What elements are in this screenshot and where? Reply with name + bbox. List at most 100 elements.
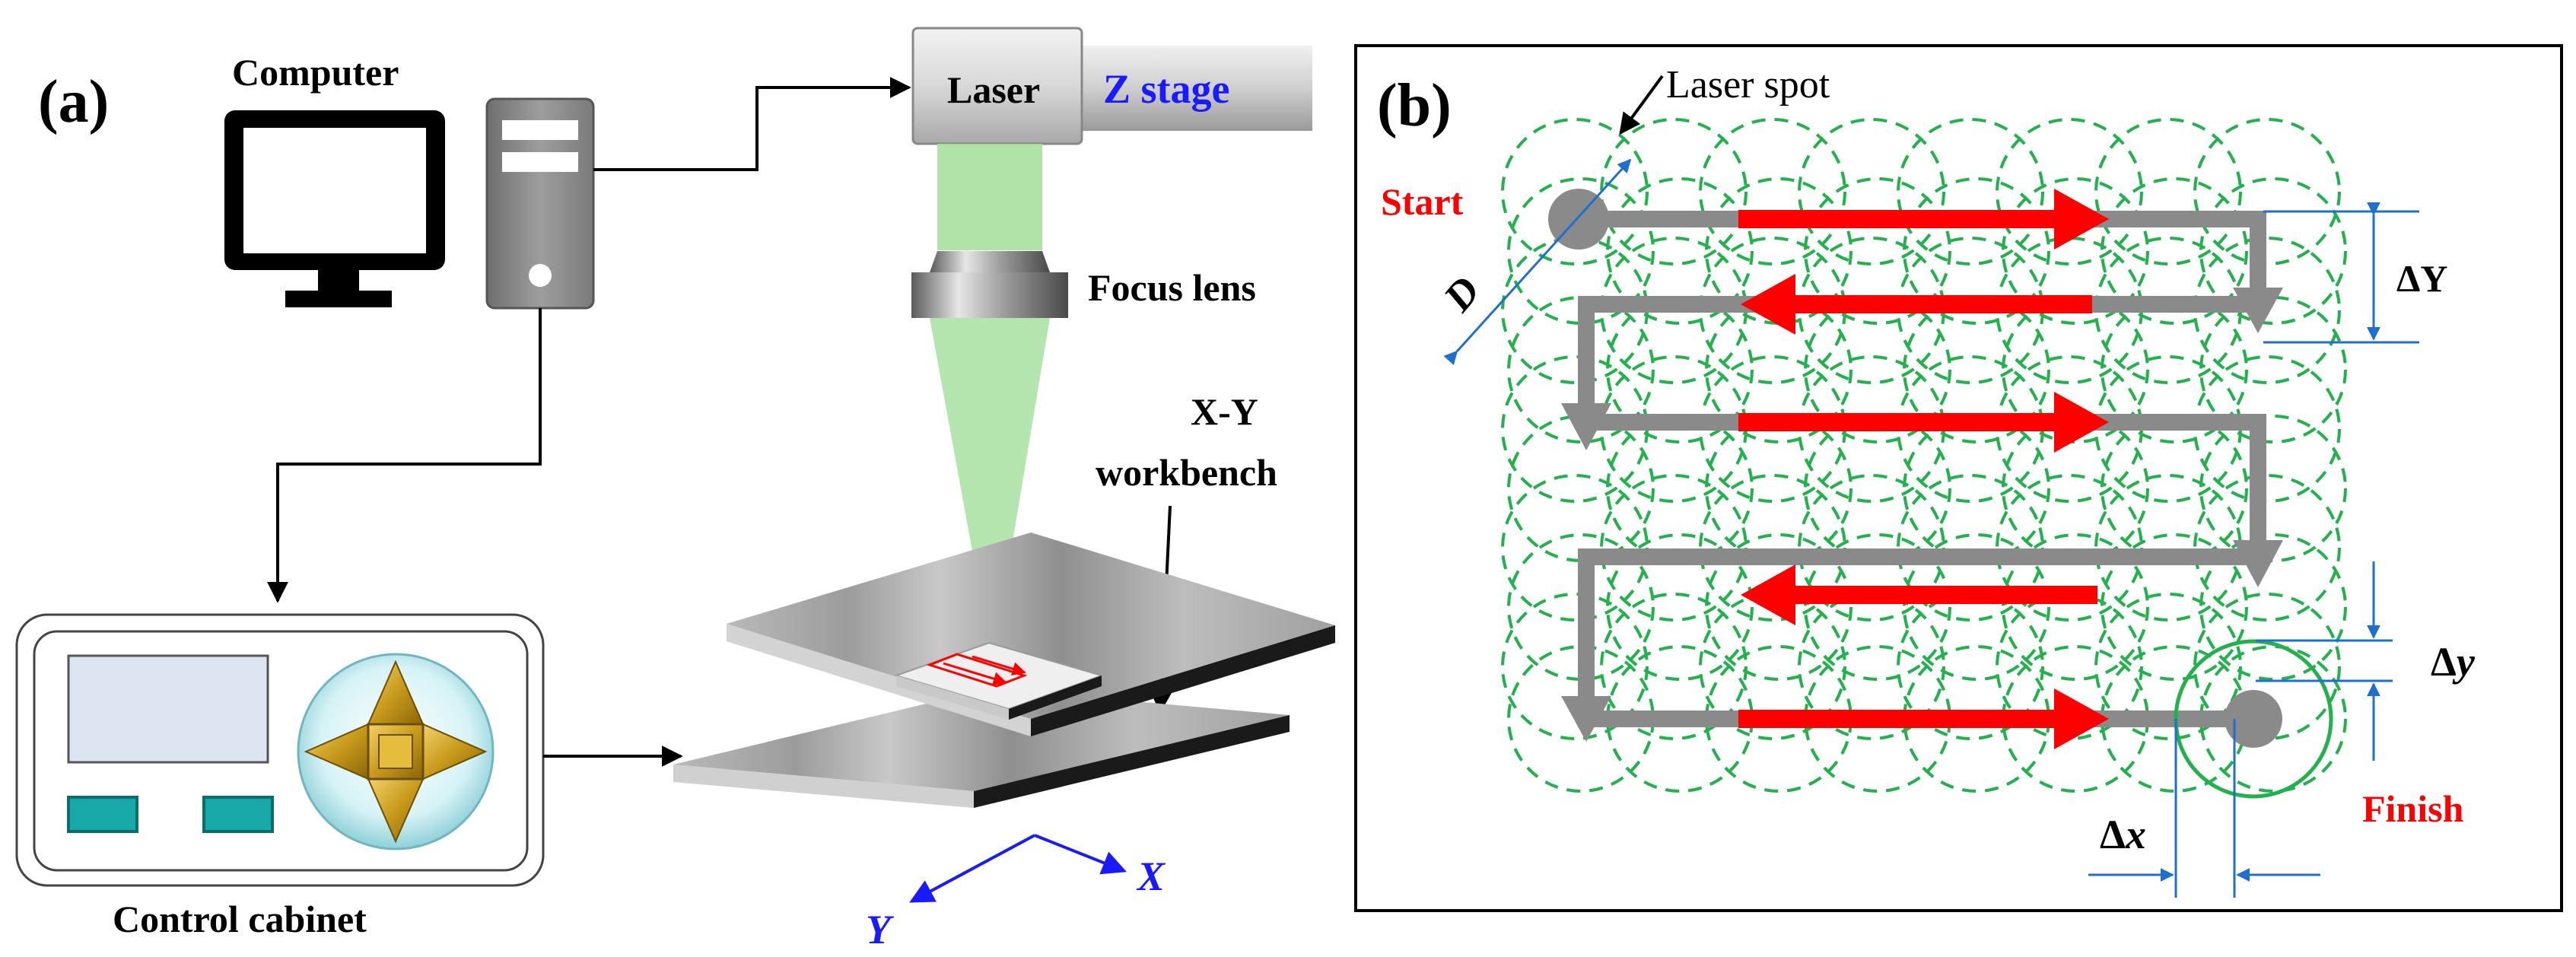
laser-spot-circle	[1996, 593, 2143, 740]
finish-spot	[2225, 690, 2282, 748]
panel-a-tag: (a)	[38, 68, 109, 135]
laser-spot-circle	[2193, 355, 2341, 503]
laser-spot-label: Laser spot	[1666, 63, 1830, 107]
laser-spot-circle	[1903, 415, 2050, 562]
diameter-dimension	[1443, 158, 1632, 366]
delta-Y-label: ΔY	[2396, 257, 2447, 300]
tower-pc-icon	[485, 97, 595, 310]
laser-spot-circle	[1501, 118, 1649, 265]
laser-spot-circle	[2002, 533, 2149, 681]
laser-spot-circle	[2199, 533, 2347, 681]
computer-to-laser-connector	[593, 77, 911, 171]
control-cabinet-label: Control cabinet	[113, 898, 367, 940]
laser-spot-circle	[2193, 474, 2341, 622]
start-label: Start	[1381, 180, 1464, 223]
turn-arrow-4	[1561, 696, 1611, 742]
delta-y-dimension	[2256, 561, 2393, 761]
laser-spot-circle	[2101, 177, 2248, 325]
laser-spot-circle	[1996, 474, 2143, 622]
laser-spot-circle	[1705, 533, 1852, 681]
laser-spot-circle	[2199, 296, 2347, 444]
z-stage-label: Z stage	[1103, 66, 1229, 112]
laser-spot-circle	[2002, 415, 2149, 562]
panel-b-frame	[1354, 44, 2563, 912]
laser-spot-circle	[2199, 415, 2347, 562]
laser-spot-circle	[1705, 415, 1852, 562]
laser-spot-circle	[2199, 645, 2347, 793]
laser-spot-circle	[1798, 118, 1945, 265]
panel-b-tag: (b)	[1377, 72, 1452, 139]
x-axis-arrow	[1034, 834, 1127, 875]
delta-x-dimension	[2088, 719, 2320, 898]
laser-spot-circle	[1507, 177, 1655, 325]
focus-lens-icon	[911, 251, 1068, 318]
laser-label: Laser	[947, 68, 1040, 111]
laser-spot-circle	[1699, 593, 1846, 740]
z-stage-icon	[1080, 46, 1312, 131]
joystick-icon[interactable]	[297, 653, 495, 850]
laser-spot-circle	[1798, 474, 1945, 622]
laser-spot-pointer	[1619, 75, 1664, 135]
y-axis-arrow	[909, 834, 1035, 903]
laser-spot-circle	[1804, 533, 1951, 681]
laser-spot-circle	[1507, 533, 1655, 681]
laser-spot-circle	[1600, 118, 1748, 265]
workbench-label-line2: workbench	[1096, 451, 1277, 494]
laser-spot-circle	[1507, 415, 1655, 562]
laser-spot-circle	[2101, 296, 2248, 444]
laser-spot-circle	[1606, 533, 1754, 681]
laser-spot-circle	[1705, 296, 1852, 444]
computer-to-cabinet-connector	[267, 308, 542, 603]
workbench-label-line1: X-Y	[1191, 390, 1258, 433]
laser-spot-circle	[1606, 296, 1754, 444]
laser-spot-circle	[1903, 296, 2050, 444]
scan-direction-arrows	[1738, 189, 2109, 749]
x-axis-label: X	[1136, 854, 1166, 899]
y-axis-label: Y	[866, 907, 895, 952]
finish-label: Finish	[2362, 787, 2464, 830]
focus-lens-label: Focus lens	[1088, 266, 1256, 309]
laser-spot-circle	[1600, 593, 1748, 740]
laser-spot-circle	[1606, 415, 1754, 562]
delta-x-label: Δx	[2100, 812, 2146, 857]
turn-arrow-3	[2233, 540, 2283, 587]
laser-spot-circle	[1903, 177, 2050, 325]
laser-spot-circle	[1501, 593, 1649, 740]
laser-spot-circle	[2193, 593, 2341, 740]
laser-spot-circle	[1507, 296, 1655, 444]
laser-spot-circle	[2094, 118, 2242, 265]
laser-spot-circle	[1798, 593, 1945, 740]
laser-spot-circle	[1705, 177, 1852, 325]
delta-Y-dimension	[2263, 202, 2419, 344]
laser-spot-circle	[1804, 415, 1951, 562]
laser-beam	[937, 144, 1042, 250]
laser-spot-circle	[2094, 593, 2242, 740]
turn-arrow-1	[2233, 288, 2283, 333]
laser-spot-circle	[2193, 118, 2341, 265]
laser-spot-circle	[1804, 296, 1951, 444]
laser-spot-circle	[1600, 474, 1748, 622]
computer-label: Computer	[232, 51, 399, 94]
turn-arrow-2	[1561, 403, 1611, 450]
laser-spot-circle	[2101, 415, 2248, 562]
monitor-icon	[224, 110, 445, 307]
laser-spot-circle	[1897, 593, 2044, 740]
laser-spot-circle	[2193, 237, 2341, 384]
laser-spot-circle	[2002, 296, 2149, 444]
laser-spot-circle	[1699, 118, 1846, 265]
laser-spot-circle	[2101, 533, 2248, 681]
laser-spot-circle	[1699, 474, 1846, 622]
laser-spot-circle	[1897, 118, 2044, 265]
laser-spot-circle	[1501, 474, 1649, 622]
workbench-icon	[673, 533, 1335, 808]
laser-spot-circle	[2199, 177, 2347, 325]
delta-y-label: Δy	[2431, 639, 2476, 685]
laser-spot-circle	[1903, 533, 2050, 681]
laser-spot-circle	[1804, 177, 1951, 325]
focused-beam-cone	[930, 318, 1050, 601]
laser-spot-circle	[2002, 177, 2149, 325]
laser-spot-circle	[1897, 474, 2044, 622]
laser-spot-circle	[1996, 118, 2143, 265]
laser-spot-circle	[1606, 177, 1754, 325]
